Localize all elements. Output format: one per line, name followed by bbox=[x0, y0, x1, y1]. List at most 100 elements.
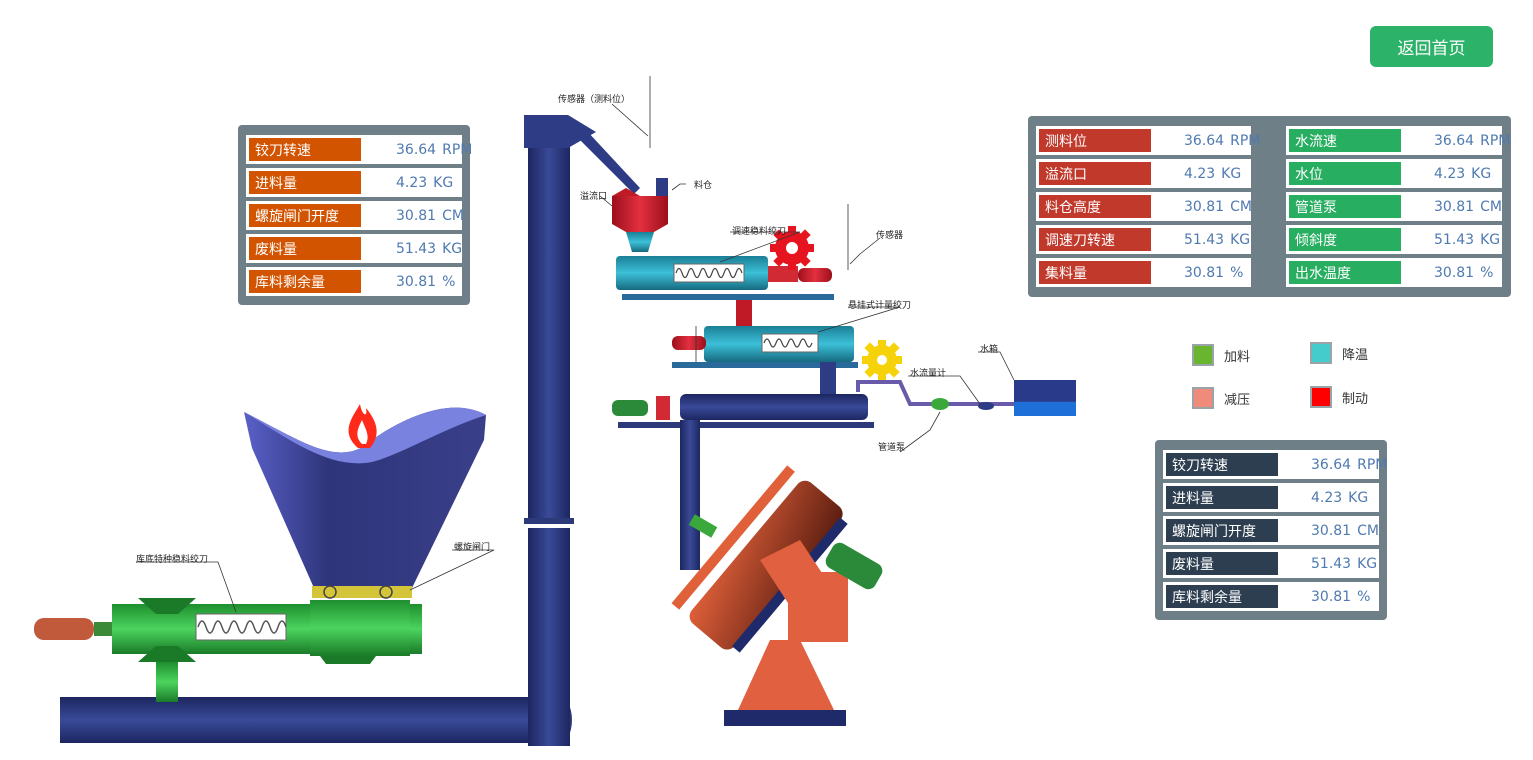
row-label: 废料量 bbox=[249, 237, 361, 260]
row-label: 进料量 bbox=[1166, 486, 1278, 509]
label-screw-gate: 螺旋闸门 bbox=[454, 543, 491, 553]
flow-meter bbox=[978, 402, 994, 410]
legend-swatch bbox=[1310, 342, 1332, 364]
row-label: 倾斜度 bbox=[1289, 228, 1401, 251]
label-pipe-pump: 管道泵 bbox=[878, 443, 906, 453]
legend-label: 减压 bbox=[1224, 392, 1251, 408]
home-button[interactable]: 返回首页 bbox=[1370, 26, 1493, 67]
red-gear-icon bbox=[770, 226, 814, 270]
row-label: 调速刀转速 bbox=[1039, 228, 1151, 251]
label-sensor-level: 传感器（测料位） bbox=[558, 95, 631, 105]
label-hanging-auger: 悬挂式计量绞刀 bbox=[848, 301, 912, 311]
label-silo: 料仓 bbox=[694, 181, 713, 191]
row-label: 集料量 bbox=[1039, 261, 1151, 284]
row-label: 出水温度 bbox=[1289, 261, 1401, 284]
table-row: 集料量 30.81% bbox=[1036, 258, 1251, 287]
legend-label: 降温 bbox=[1342, 347, 1369, 363]
label-sensor: 传感器 bbox=[876, 231, 904, 241]
row-label: 管道泵 bbox=[1289, 195, 1401, 218]
row-label: 水位 bbox=[1289, 162, 1401, 185]
row-label: 进料量 bbox=[249, 171, 361, 194]
table-row: 库料剩余量 30.81% bbox=[1163, 582, 1379, 611]
vertical-pipe-upper bbox=[528, 145, 570, 523]
row-value: 30.81% bbox=[1184, 264, 1244, 281]
label-speed-auger: 调速稳料绞刀 bbox=[732, 227, 787, 237]
pipe-pump bbox=[931, 398, 949, 410]
yellow-gear-icon bbox=[862, 340, 902, 380]
row-label: 库料剩余量 bbox=[1166, 585, 1278, 608]
mixing-drum bbox=[680, 394, 868, 420]
row-label: 溢流口 bbox=[1039, 162, 1151, 185]
label-water-tank: 水箱 bbox=[980, 345, 999, 355]
table-row: 库料剩余量 30.81% bbox=[246, 267, 462, 296]
granulator-base bbox=[738, 640, 834, 710]
row-label: 螺旋闸门开度 bbox=[249, 204, 361, 227]
row-label: 料仓高度 bbox=[1039, 195, 1151, 218]
row-label: 废料量 bbox=[1166, 552, 1278, 575]
bottom-pipe bbox=[60, 697, 560, 743]
legend-item-decompress: 减压 bbox=[1192, 387, 1250, 409]
label-bottom-auger: 库底特种稳料绞刀 bbox=[136, 555, 209, 565]
legend-swatch bbox=[1192, 344, 1214, 366]
row-label: 铰刀转速 bbox=[249, 138, 361, 161]
legend-swatch bbox=[1192, 387, 1214, 409]
row-value: 30.81% bbox=[396, 273, 456, 290]
legend-label: 加料 bbox=[1224, 349, 1251, 365]
feed-hopper bbox=[244, 407, 486, 588]
row-label: 测料位 bbox=[1039, 129, 1151, 152]
label-overflow: 溢流口 bbox=[580, 192, 608, 202]
legend-item-cool: 降温 bbox=[1310, 342, 1368, 364]
row-label: 铰刀转速 bbox=[1166, 453, 1278, 476]
legend-item-brake: 制动 bbox=[1310, 386, 1368, 408]
table-row: 出水温度 30.81% bbox=[1286, 258, 1502, 287]
vertical-pipe-lower bbox=[528, 528, 570, 746]
row-label: 螺旋闸门开度 bbox=[1166, 519, 1278, 542]
silo bbox=[612, 196, 668, 232]
auger-motor bbox=[34, 618, 94, 640]
legend-item-feed: 加料 bbox=[1192, 344, 1250, 366]
screw-gate bbox=[312, 586, 412, 598]
label-flow-meter: 水流量计 bbox=[910, 369, 947, 379]
legend-label: 制动 bbox=[1342, 391, 1369, 407]
legend-swatch bbox=[1310, 386, 1332, 408]
row-label: 库料剩余量 bbox=[249, 270, 361, 293]
row-label: 水流速 bbox=[1289, 129, 1401, 152]
water-tank bbox=[1014, 380, 1076, 416]
row-value: 30.81% bbox=[1434, 264, 1494, 281]
top-elbow bbox=[524, 115, 596, 148]
